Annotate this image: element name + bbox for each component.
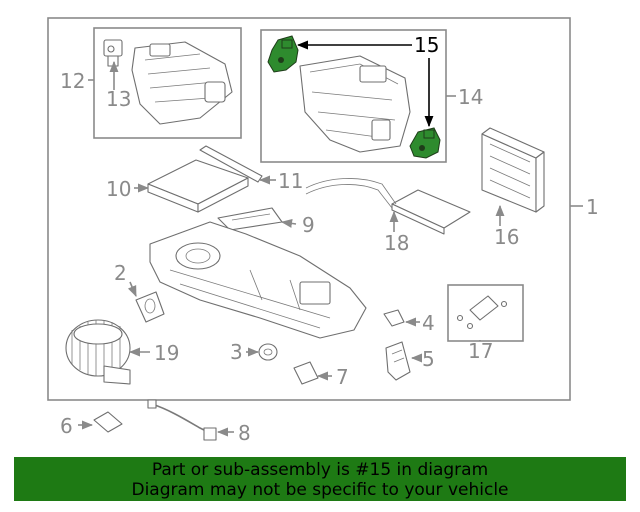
callout-2: 2: [114, 261, 127, 285]
main-frame: [47, 17, 571, 401]
callout-4: 4: [422, 311, 435, 335]
callout-10: 10: [106, 177, 131, 201]
part-6-clip: [93, 411, 123, 433]
callout-18: 18: [384, 231, 409, 255]
callout-7: 7: [336, 365, 349, 389]
callout-3: 3: [230, 340, 243, 364]
banner-line-1: Part or sub-assembly is #15 in diagram: [151, 460, 489, 480]
part-9-bracket: [217, 207, 283, 231]
callout-14: 14: [458, 85, 483, 109]
inset-box-12-13: [93, 27, 242, 139]
part-3-grommet: [258, 343, 278, 361]
callout-12: 12: [60, 69, 85, 93]
part-12-blower-case: [131, 41, 233, 125]
part-4-clip: [383, 309, 405, 327]
part-15-actuator-upper: [267, 35, 299, 73]
part-14-heater-case: [299, 55, 411, 153]
callout-9: 9: [302, 213, 315, 237]
part-13-sensor: [103, 39, 123, 67]
part-17-sensor: [456, 295, 508, 330]
callout-15: 15: [414, 33, 439, 57]
callout-6: 6: [60, 414, 73, 438]
callout-19: 19: [154, 341, 179, 365]
part-15-actuator-lower: [409, 127, 441, 159]
part-8-wire-harness: [147, 399, 217, 441]
callout-5: 5: [422, 347, 435, 371]
inset-box-17: [447, 284, 524, 342]
callout-8: 8: [238, 421, 251, 445]
info-banner: Part or sub-assembly is #15 in diagram D…: [14, 457, 626, 501]
part-7-sensor: [293, 361, 319, 385]
part-2-blower-resistor: [135, 291, 165, 323]
callout-17: 17: [468, 339, 493, 363]
main-hvac-assembly: [149, 221, 367, 339]
part-16-evaporator: [481, 127, 545, 213]
part-5-actuator: [385, 341, 411, 381]
callout-16: 16: [494, 225, 519, 249]
callout-11: 11: [278, 169, 303, 193]
part-19-blower-motor: [65, 319, 131, 385]
part-10-cabin-filter: [147, 159, 249, 213]
callout-13: 13: [106, 87, 131, 111]
callout-1: 1: [586, 195, 599, 219]
banner-line-2: Diagram may not be specific to your vehi…: [131, 480, 509, 500]
part-18-heater-core: [305, 178, 471, 235]
